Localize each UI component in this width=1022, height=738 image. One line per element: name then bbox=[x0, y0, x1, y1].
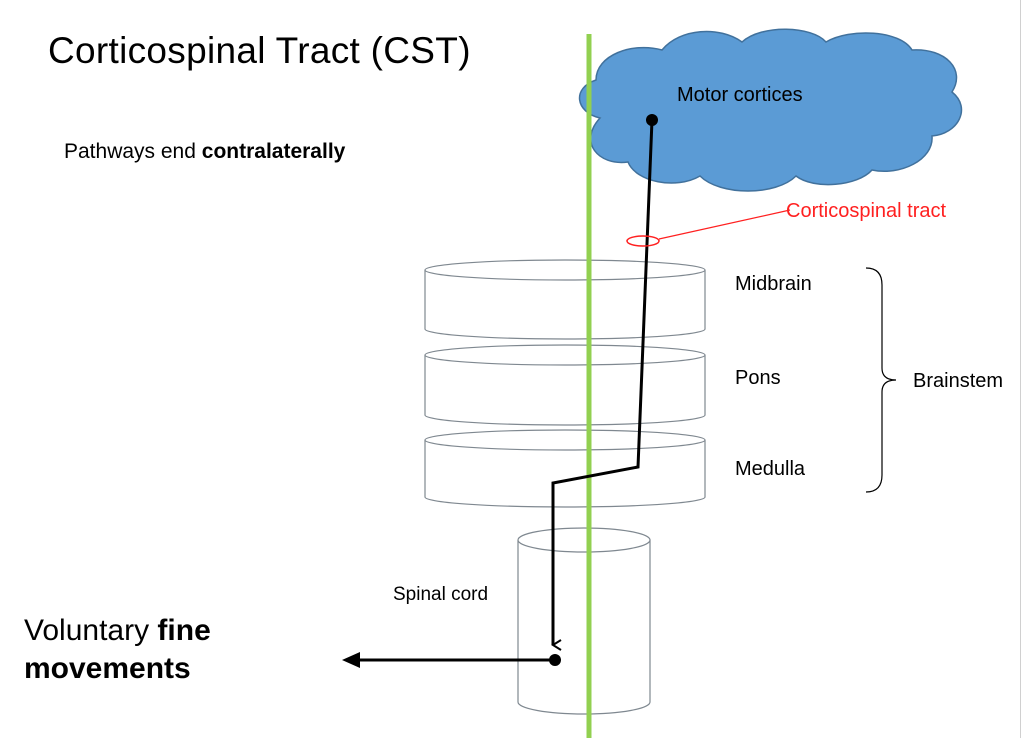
outcome-emphasis-fine: fine bbox=[157, 614, 211, 647]
brainstem-brace bbox=[865, 267, 897, 493]
slide-subtitle: Pathways end contralaterally bbox=[64, 140, 345, 164]
outcome-prefix: Voluntary bbox=[24, 614, 158, 647]
label-medulla: Medulla bbox=[735, 458, 806, 480]
label-motor-cortices: Motor cortices bbox=[677, 84, 803, 106]
cst-annotation bbox=[626, 209, 791, 247]
label-spinal-cord: Spinal cord bbox=[393, 584, 489, 605]
label-midbrain: Midbrain bbox=[735, 273, 812, 295]
label-pons: Pons bbox=[735, 367, 781, 389]
subtitle-text: Pathways end bbox=[64, 140, 202, 163]
outcome-text: Voluntary fine movements bbox=[24, 612, 211, 688]
medulla-cylinder bbox=[424, 429, 706, 508]
corticospinal-pathway bbox=[342, 114, 658, 668]
label-brainstem: Brainstem bbox=[913, 370, 1004, 392]
output-arrowhead bbox=[342, 652, 360, 668]
spinal-cord-cylinder bbox=[517, 527, 651, 715]
midbrain-cylinder bbox=[424, 259, 706, 340]
label-corticospinal-tract: Corticospinal tract bbox=[786, 200, 947, 222]
slide-edge bbox=[1020, 0, 1021, 738]
outcome-emphasis-movements: movements bbox=[24, 652, 191, 685]
slide-title: Corticospinal Tract (CST) bbox=[48, 30, 471, 71]
motor-cortices-cloud bbox=[578, 28, 963, 192]
origin-dot bbox=[646, 114, 658, 126]
subtitle-emphasis: contralaterally bbox=[201, 140, 346, 163]
pons-cylinder bbox=[424, 344, 706, 426]
